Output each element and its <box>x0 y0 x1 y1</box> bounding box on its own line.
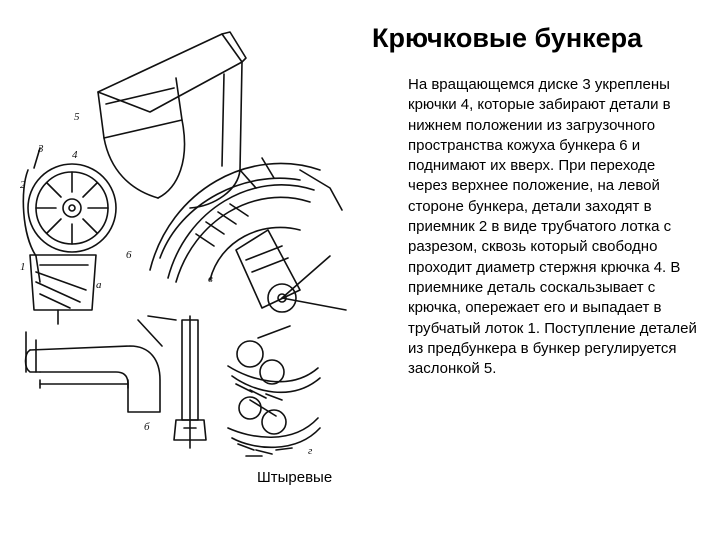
figure-caption: Штыревые <box>257 469 333 486</box>
label-5: 5 <box>74 111 80 123</box>
panel-v-guide <box>149 157 347 313</box>
hook-hopper-drawing: 5 3 4 2 1 6 а б в г <box>0 20 400 465</box>
label-3: 3 <box>37 143 44 155</box>
label-panel-b: б <box>144 421 150 433</box>
label-2: 2 <box>20 179 26 191</box>
panel-b-hook <box>24 315 177 413</box>
label-1: 1 <box>20 261 26 273</box>
label-panel-g: г <box>308 445 313 457</box>
panel-g-rollers <box>227 325 321 457</box>
label-6: 6 <box>126 249 132 261</box>
label-4: 4 <box>72 149 78 161</box>
label-panel-a: а <box>96 279 102 291</box>
slide-title: Крючковые бункера <box>372 23 643 53</box>
label-panel-v: в <box>208 273 213 285</box>
panel-b-shaft <box>173 315 207 449</box>
description-text: На вращающемся диске 3 укреплены крючки … <box>408 76 697 378</box>
